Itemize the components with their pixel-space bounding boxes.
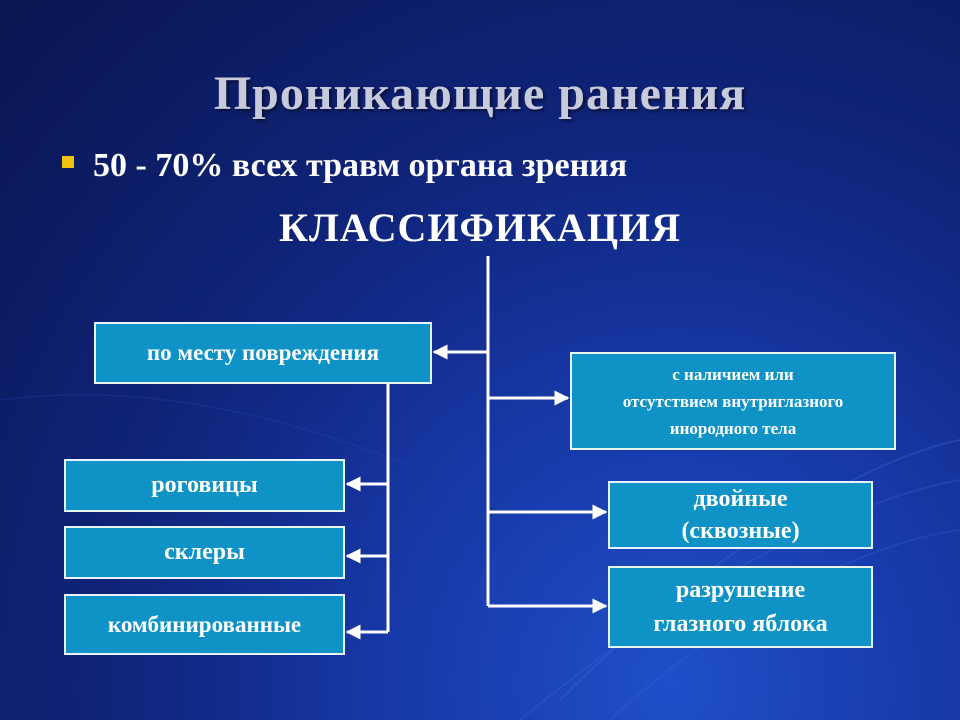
box-foreign-body: с наличием или отсутствием внутриглазног… [570,352,896,450]
box-double: двойные (сквозные) [608,481,873,549]
bullet-text: 50 - 70% всех травм органа зрения [93,147,628,184]
box-cornea: роговицы [64,459,345,512]
bullet-square-icon [62,156,74,168]
box-sclera: склеры [64,526,345,579]
box-location: по месту повреждения [94,322,432,384]
box-destruction: разрушение глазного яблока [608,566,873,648]
box-combined: комбинированные [64,594,345,655]
slide-title: Проникающие ранения [213,67,747,120]
classification-heading: КЛАССИФИКАЦИЯ [278,205,682,250]
